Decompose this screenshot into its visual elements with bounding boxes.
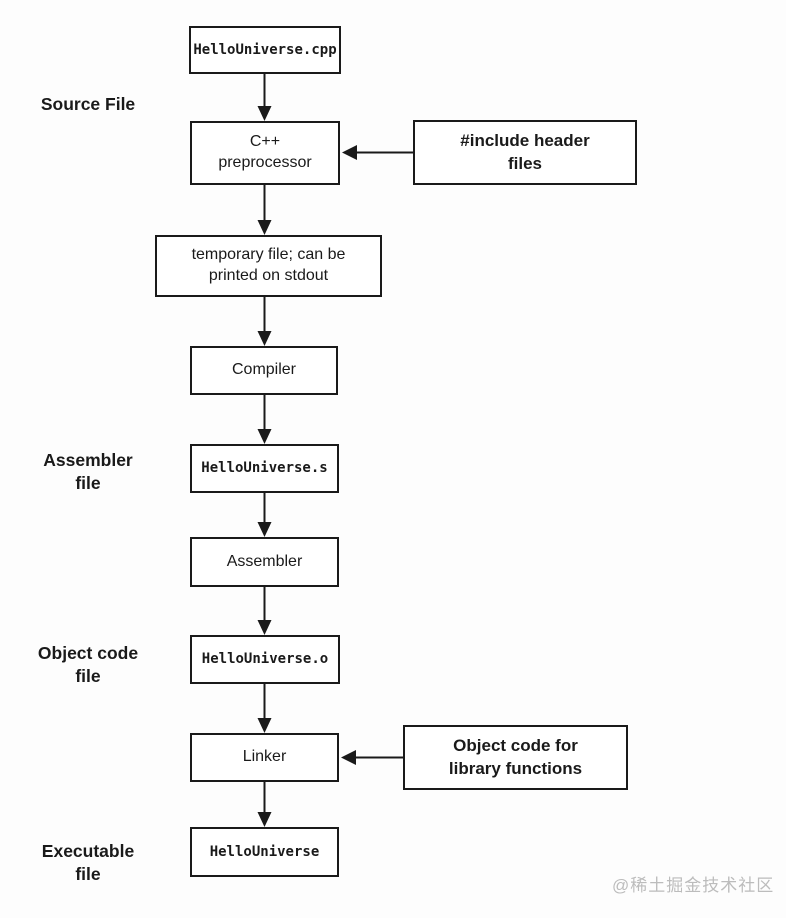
arrow-include-to-preprocessor (342, 145, 413, 160)
arrow-linker-to-executable (257, 782, 272, 827)
node-hellouniverse-exe: HelloUniverse (190, 827, 339, 877)
node-temporary-file: temporary file; can be printed on stdout (155, 235, 382, 297)
note-include-header-files: #include header files (413, 120, 637, 185)
arrow-compiler-to-asmfile (257, 395, 272, 444)
label-source-file: Source File (40, 94, 136, 114)
node-hellouniverse-o: HelloUniverse.o (190, 635, 340, 684)
node-cpp-preprocessor: C++ preprocessor (190, 121, 340, 185)
node-hellouniverse-cpp: HelloUniverse.cpp (189, 26, 341, 74)
label-object-code-file: Object code file (37, 643, 139, 687)
arrow-cpp-to-preprocessor (257, 74, 272, 121)
label-assembler-file: Assembler file (43, 450, 133, 494)
node-linker: Linker (190, 733, 339, 782)
node-assembler: Assembler (190, 537, 339, 587)
node-hellouniverse-s: HelloUniverse.s (190, 444, 339, 493)
label-executable-file: Executable file (41, 841, 135, 885)
arrow-objfile-to-linker (257, 684, 272, 733)
arrow-objlib-to-linker (341, 750, 403, 765)
arrow-assembler-to-objfile (257, 587, 272, 635)
arrow-asmfile-to-assembler (257, 493, 272, 537)
arrow-preprocessor-to-temp (257, 185, 272, 235)
note-object-code-library: Object code for library functions (403, 725, 628, 790)
arrow-temp-to-compiler (257, 297, 272, 346)
node-compiler: Compiler (190, 346, 338, 395)
watermark-text: @稀土掘金技术社区 (612, 876, 775, 895)
